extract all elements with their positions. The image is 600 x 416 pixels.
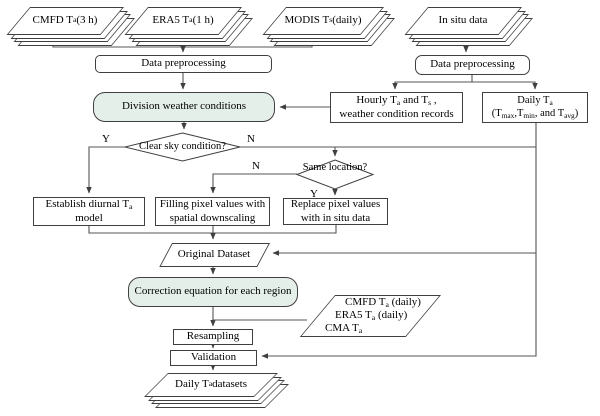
validation-box: Validation <box>170 350 257 366</box>
connector-preprocess-to-daily <box>472 81 538 90</box>
replace-pixels-box: Replace pixel values with in situ data <box>283 198 388 225</box>
replace-pixels-label: Replace pixel values with in situ data <box>290 198 381 224</box>
correction-equation-label: Correction equation for each region <box>134 285 292 298</box>
insitu-input-card: In situ data <box>404 7 533 46</box>
division-weather-box: Division weather conditions <box>93 92 275 122</box>
hourly-line1: Hourly Ta and Ts , <box>356 94 437 108</box>
preprocess-left-label: Data preprocessing <box>141 57 226 70</box>
preprocess-right-box: Data preprocessing <box>415 55 530 75</box>
connector-samelocation-no <box>210 173 297 194</box>
preprocess-left-box: Data preprocessing <box>95 55 272 73</box>
clear-sky-condition-text: Clear sky condition? <box>139 141 226 152</box>
decision-diamond-same-location <box>295 159 375 190</box>
clear-sky-no-label: N <box>247 133 255 145</box>
same-location-yes-label: Y <box>310 188 318 200</box>
hourly-records-box: Hourly Ta and Ts , weather condition rec… <box>330 92 463 123</box>
source-cmfd-label: CMFD Ta (daily) <box>345 296 421 309</box>
filling-pixels-label: Filling pixel values with spatial downsc… <box>159 198 266 224</box>
daily-ta-box: Daily Ta (Tmax,Tmin, and Tavg) <box>482 92 588 123</box>
daily-line2: (Tmax,Tmin, and Tavg) <box>491 107 579 120</box>
correction-equation-box: Correction equation for each region <box>128 277 298 307</box>
resampling-box: Resampling <box>173 329 253 345</box>
connector-preprocess-to-hourly <box>392 75 473 90</box>
original-dataset-node: Original Dataset <box>159 243 270 267</box>
original-dataset-label: Original Dataset <box>177 248 251 260</box>
insitu-card-label: In situ data <box>438 14 488 26</box>
daily-line1: Daily Ta <box>517 94 553 107</box>
filling-pixels-box: Filling pixel values with spatial downsc… <box>155 197 270 226</box>
source-cma-label: CMA Ta <box>325 322 363 335</box>
source-era5-label: ERA5 Ta (daily) <box>335 309 408 322</box>
resampling-label: Resampling <box>186 330 240 343</box>
same-location-no-label: N <box>252 160 260 172</box>
hourly-line2: weather condition records <box>339 107 454 120</box>
connector-daily-down-to-validation <box>261 123 537 359</box>
decision-diamond-clear-sky <box>124 132 241 162</box>
validation-label: Validation <box>190 351 237 364</box>
division-weather-label: Division weather conditions <box>121 100 247 113</box>
establish-model-label: Establish diurnal Ta model <box>45 198 133 224</box>
connector-clearsky-yes <box>86 146 125 194</box>
same-location-text: Same location? <box>302 162 368 173</box>
preprocess-right-label: Data preprocessing <box>430 58 515 71</box>
clear-sky-yes-label: Y <box>102 133 110 145</box>
establish-model-box: Establish diurnal Ta model <box>33 197 145 226</box>
reference-sources-node: CMFD Ta (daily) ERA5 Ta (daily) CMA Ta <box>299 295 441 337</box>
